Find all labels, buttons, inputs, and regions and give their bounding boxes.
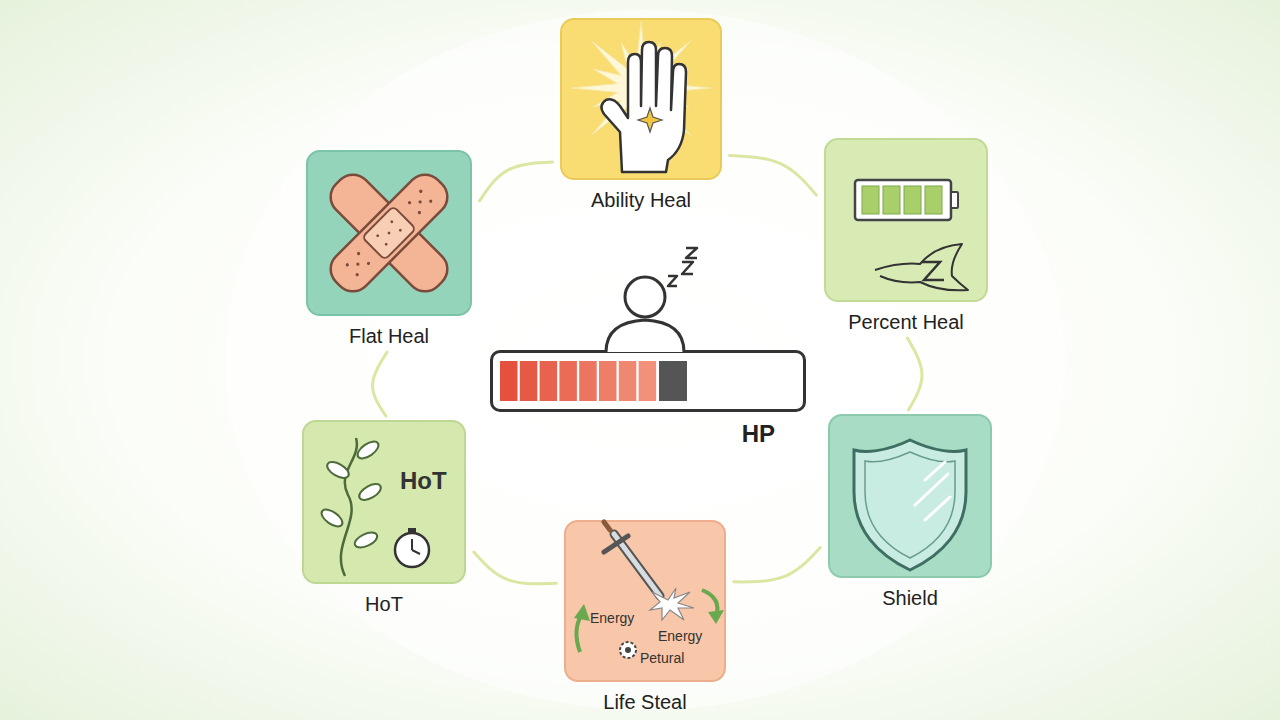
heal-type-node: HoT HoT [298, 420, 470, 616]
icon-tile [306, 150, 472, 316]
hp-label: HP [490, 420, 806, 448]
energy-arrow [576, 614, 582, 652]
shield-glare [915, 462, 950, 520]
hp-segment [639, 361, 657, 401]
ring-connector [907, 338, 922, 410]
bandage-strip [323, 167, 455, 299]
icon-text: Petural [640, 650, 684, 666]
hp-bar [490, 350, 806, 412]
hand-icon [601, 42, 686, 172]
sleep-z [922, 262, 944, 280]
hp-segment [599, 361, 617, 401]
starburst [571, 22, 711, 155]
ring-connector [474, 552, 557, 584]
heal-type-node: Percent Heal [820, 138, 992, 334]
node-caption: HoT [298, 592, 470, 616]
sword-icon [604, 522, 660, 596]
hp-segment [520, 361, 538, 401]
node-caption: Ability Heal [556, 188, 726, 212]
icon-tile: EnergyEnergyPetural [564, 520, 726, 682]
vine-leaves [319, 438, 384, 550]
ring-connector [734, 548, 821, 582]
energy-arrowhead [574, 604, 590, 621]
heal-type-node: EnergyEnergyPeturalLife Steal [560, 520, 730, 714]
palm-sparkle [638, 108, 662, 132]
icon-text: HoT [400, 467, 447, 495]
sleep-symbol [668, 248, 697, 286]
impact-burst [650, 588, 694, 620]
hp-segment [579, 361, 597, 401]
icon-tile: HoT [302, 420, 466, 584]
hp-segment [619, 361, 637, 401]
icon-tile [824, 138, 988, 302]
shield-rim [865, 452, 955, 558]
bandage-pad [362, 206, 416, 260]
battery-cells [862, 186, 942, 214]
node-caption: Flat Heal [302, 324, 476, 348]
hp-segments [500, 361, 687, 401]
gear-icon [620, 642, 636, 658]
hp-bar-node: HP [490, 350, 806, 448]
ring-connector [730, 155, 817, 195]
node-caption: Shield [824, 586, 996, 610]
clock-icon [395, 528, 429, 567]
heal-type-node: Ability Heal [556, 18, 726, 212]
hp-segment [540, 361, 558, 401]
background-glow [225, 10, 1065, 710]
battery-nub [951, 192, 958, 208]
hp-segment [559, 361, 577, 401]
bandage-strip [323, 167, 455, 299]
node-caption: Percent Heal [820, 310, 992, 334]
icon-text: Energy [658, 628, 702, 644]
ring-connector [373, 352, 388, 416]
heal-type-node: Shield [824, 414, 996, 610]
battery-icon [855, 180, 951, 220]
heal-type-node: Flat Heal [302, 150, 476, 348]
ring-connector [480, 162, 553, 201]
starburst-rays [571, 22, 711, 155]
shield-icon [854, 440, 966, 570]
hp-segment [500, 361, 518, 401]
icon-text: Energy [590, 610, 634, 626]
bandage-dots [345, 189, 433, 277]
icon-tile [828, 414, 992, 578]
energy-arrowhead [708, 610, 724, 624]
person-body [606, 320, 684, 352]
person-head [625, 277, 665, 317]
hp-empty-segment [659, 361, 687, 401]
bandage-icon [323, 167, 455, 299]
vine-icon [341, 438, 357, 576]
bandage-icon [323, 167, 455, 299]
energy-arrow [702, 590, 717, 616]
icon-tile [560, 18, 722, 180]
node-caption: Life Steal [560, 690, 730, 714]
leaf-icon [875, 244, 968, 290]
